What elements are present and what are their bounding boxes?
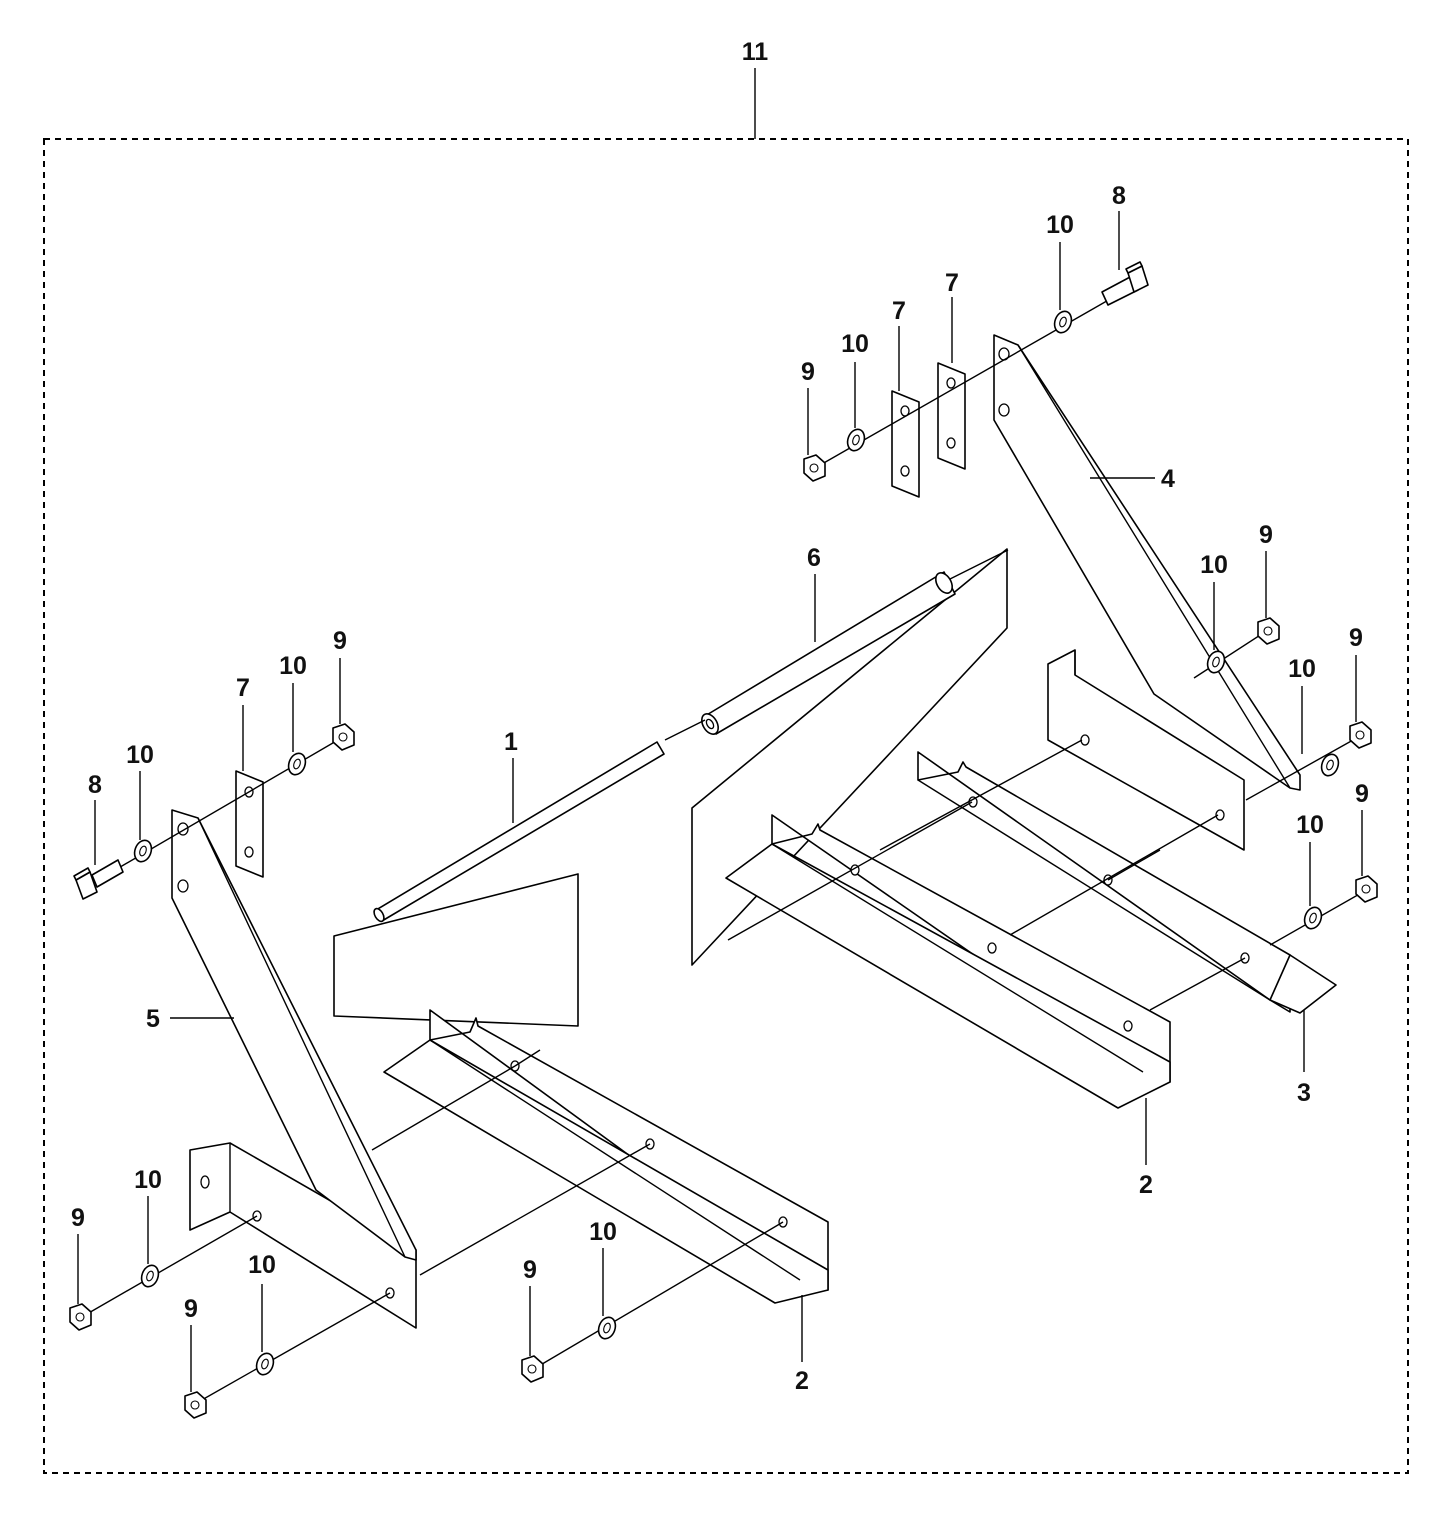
callout-10-left-bolt: 10 bbox=[126, 741, 154, 769]
callout-9-left-b: 9 bbox=[184, 1295, 198, 1323]
callout-9-left-plate: 9 bbox=[333, 627, 347, 655]
assembly-boundary-frame bbox=[43, 138, 1409, 1474]
right-axis-e bbox=[727, 801, 973, 941]
callout-8-right: 8 bbox=[1112, 182, 1126, 210]
part-1-rod bbox=[373, 719, 706, 923]
nuts-9 bbox=[69, 454, 1378, 1419]
callout-10-right-bolt: 10 bbox=[1046, 211, 1074, 239]
callout-7-right-front: 7 bbox=[892, 297, 906, 325]
leader-lines bbox=[77, 211, 1363, 1392]
callout-10-right-b: 10 bbox=[1288, 655, 1316, 683]
right-axis-g bbox=[1149, 957, 1246, 1011]
part-4-right-leg bbox=[993, 334, 1301, 791]
callout-10-right-a: 10 bbox=[1200, 551, 1228, 579]
right-axis-c bbox=[879, 739, 1083, 851]
right-upper-bolt-axis bbox=[814, 281, 1141, 469]
left-panel-sheet bbox=[333, 873, 579, 1027]
callout-9-right-plate: 9 bbox=[801, 358, 815, 386]
callout-5: 5 bbox=[146, 1005, 160, 1033]
part-5-left-leg bbox=[171, 809, 417, 1261]
left-axis-f bbox=[514, 1049, 541, 1067]
callout-10-left-a: 10 bbox=[134, 1166, 162, 1194]
left-foot-angle bbox=[189, 1142, 417, 1329]
left-axis-b bbox=[419, 1143, 651, 1276]
right-axis-f bbox=[1107, 849, 1161, 881]
callout-9-left-c: 9 bbox=[523, 1256, 537, 1284]
callout-1: 1 bbox=[504, 728, 518, 756]
part-2-left-angle-bracket bbox=[383, 1009, 829, 1304]
callout-9-right-c: 9 bbox=[1355, 780, 1369, 808]
callout-2-left: 2 bbox=[795, 1367, 809, 1395]
part-7-right-plate-back bbox=[937, 362, 966, 470]
callout-8-left: 8 bbox=[88, 771, 102, 799]
left-axis-e bbox=[192, 1292, 391, 1406]
callout-6: 6 bbox=[807, 544, 821, 572]
callout-10-right-plate: 10 bbox=[841, 330, 869, 358]
left-axis-a bbox=[371, 1065, 516, 1151]
callout-2-right: 2 bbox=[1139, 1171, 1153, 1199]
callout-7-right-back: 7 bbox=[945, 269, 959, 297]
part-7-right-plate-front bbox=[891, 390, 920, 498]
callout-9-right-a: 9 bbox=[1259, 521, 1273, 549]
left-axis-c bbox=[531, 1221, 784, 1371]
right-foot-angle bbox=[1047, 649, 1245, 851]
washers-10 bbox=[133, 310, 1340, 1376]
callout-9-left-a: 9 bbox=[71, 1204, 85, 1232]
callout-10-left-b: 10 bbox=[248, 1251, 276, 1279]
part-8-left-bolt bbox=[73, 859, 124, 900]
part-6-sleeve-tube bbox=[701, 549, 1009, 735]
left-axis-d bbox=[79, 1215, 258, 1319]
part-8-right-bolt bbox=[1101, 261, 1149, 306]
right-axis-b bbox=[1245, 734, 1363, 801]
callout-7-left: 7 bbox=[236, 674, 250, 702]
callout-10-left-plate: 10 bbox=[279, 652, 307, 680]
callout-10-left-c: 10 bbox=[589, 1218, 617, 1246]
callout-4: 4 bbox=[1161, 465, 1175, 493]
part-7-left-plate bbox=[235, 770, 264, 878]
callout-9-right-b: 9 bbox=[1349, 624, 1363, 652]
callout-11: 11 bbox=[742, 38, 769, 66]
callout-3: 3 bbox=[1297, 1079, 1311, 1107]
part-2-right-angle-bracket bbox=[725, 814, 1171, 1109]
right-axis-a bbox=[1193, 629, 1269, 679]
right-axis-d bbox=[1009, 814, 1219, 936]
callout-10-right-c: 10 bbox=[1296, 811, 1324, 839]
